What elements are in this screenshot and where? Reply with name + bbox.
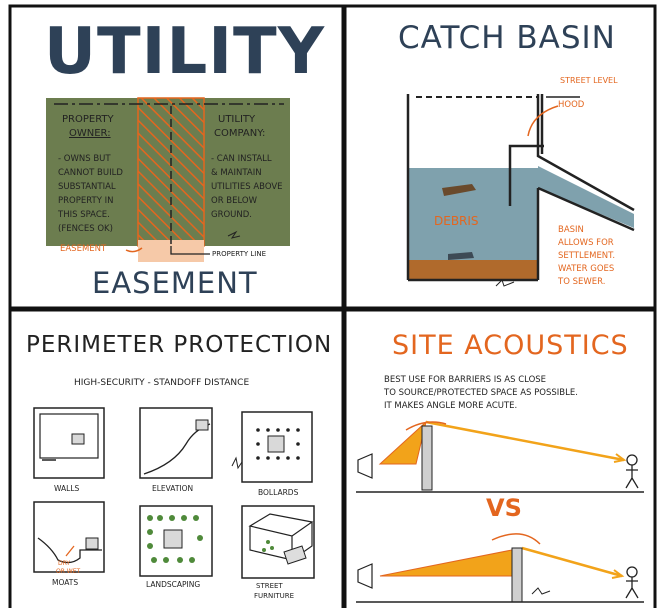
moats-note-2: OR WET xyxy=(56,568,81,575)
acoustics-diagram xyxy=(356,420,644,603)
pipe-water xyxy=(538,166,634,228)
company-heading-1: UTILITY xyxy=(218,114,256,125)
company-heading-2: COMPANY: xyxy=(214,128,266,139)
easement-subtitle: EASEMENT xyxy=(92,266,258,300)
easement-label: EASEMENT xyxy=(60,244,107,254)
sediment xyxy=(408,260,538,280)
site-acoustics-panel: SITE ACOUSTICS BEST USE FOR BARRIERS IS … xyxy=(346,314,650,604)
scenario-close-barrier xyxy=(356,420,644,493)
listener-figure-bottom xyxy=(625,566,639,599)
utility-easement-panel: UTILITY PROPERTY OWNER: - OWNS BUT CANNO… xyxy=(14,10,341,304)
owner-line: PROPERTY IN xyxy=(58,196,114,206)
company-line: & MAINTAIN xyxy=(211,168,262,178)
street-furniture-box xyxy=(241,505,315,579)
catch-basin-panel: CATCH BASIN STREET LEVEL HOOD DEBRIS BAS… xyxy=(346,10,650,304)
landscaping-box xyxy=(139,505,213,577)
bollards-box xyxy=(231,411,313,483)
bollards-label: BOLLARDS xyxy=(258,488,299,497)
street-furniture-label-2: FURNITURE xyxy=(254,592,295,600)
company-line: OR BELOW xyxy=(211,196,258,206)
owner-line: SUBSTANTIAL xyxy=(58,182,116,192)
basin-note-line: TO SEWER. xyxy=(558,277,606,287)
walls-box xyxy=(33,407,105,479)
elevation-box xyxy=(139,407,213,479)
company-lines: - CAN INSTALL & MAINTAIN UTILITIES ABOVE… xyxy=(211,152,283,222)
company-line: - CAN INSTALL xyxy=(211,154,272,164)
basin-note-line: BASIN xyxy=(558,225,584,235)
basin-note-line: SETTLEMENT. xyxy=(558,251,616,261)
owner-line: - OWNS BUT xyxy=(58,154,111,164)
street-furniture-label-1: STREET xyxy=(256,582,283,590)
elevation-label: ELEVATION xyxy=(152,484,194,493)
owner-line: CANNOT BUILD xyxy=(58,168,123,178)
basin-note: BASIN ALLOWS FOR SETTLEMENT. WATER GOES … xyxy=(558,224,615,289)
owner-heading-1: PROPERTY xyxy=(62,114,114,125)
owner-line: (FENCES OK) xyxy=(58,224,113,234)
basin-note-line: ALLOWS FOR xyxy=(558,238,614,248)
owner-heading-2: OWNER: xyxy=(69,128,111,139)
vs-label: VS xyxy=(486,494,522,522)
street-level-label: STREET LEVEL xyxy=(560,76,618,85)
company-line: GROUND. xyxy=(211,210,253,220)
company-line: UTILITIES ABOVE xyxy=(211,182,283,192)
perimeter-protection-panel: PERIMETER PROTECTION HIGH-SECURITY - STA… xyxy=(14,314,341,604)
owner-lines: - OWNS BUT CANNOT BUILD SUBSTANTIAL PROP… xyxy=(58,152,123,236)
walls-label: WALLS xyxy=(54,484,80,493)
moats-label: MOATS xyxy=(52,578,79,587)
moats-note-1: DRY xyxy=(58,560,71,567)
debris-label: DEBRIS xyxy=(434,214,479,228)
owner-line: THIS SPACE. xyxy=(58,210,110,220)
scenario-mid-barrier xyxy=(356,533,644,603)
landscaping-label: LANDSCAPING xyxy=(146,580,201,589)
listener-figure-top xyxy=(625,454,639,489)
hood-label: HOOD xyxy=(558,100,585,110)
basin-note-line: WATER GOES xyxy=(558,264,615,274)
property-line-label: PROPERTY LINE xyxy=(212,250,266,258)
